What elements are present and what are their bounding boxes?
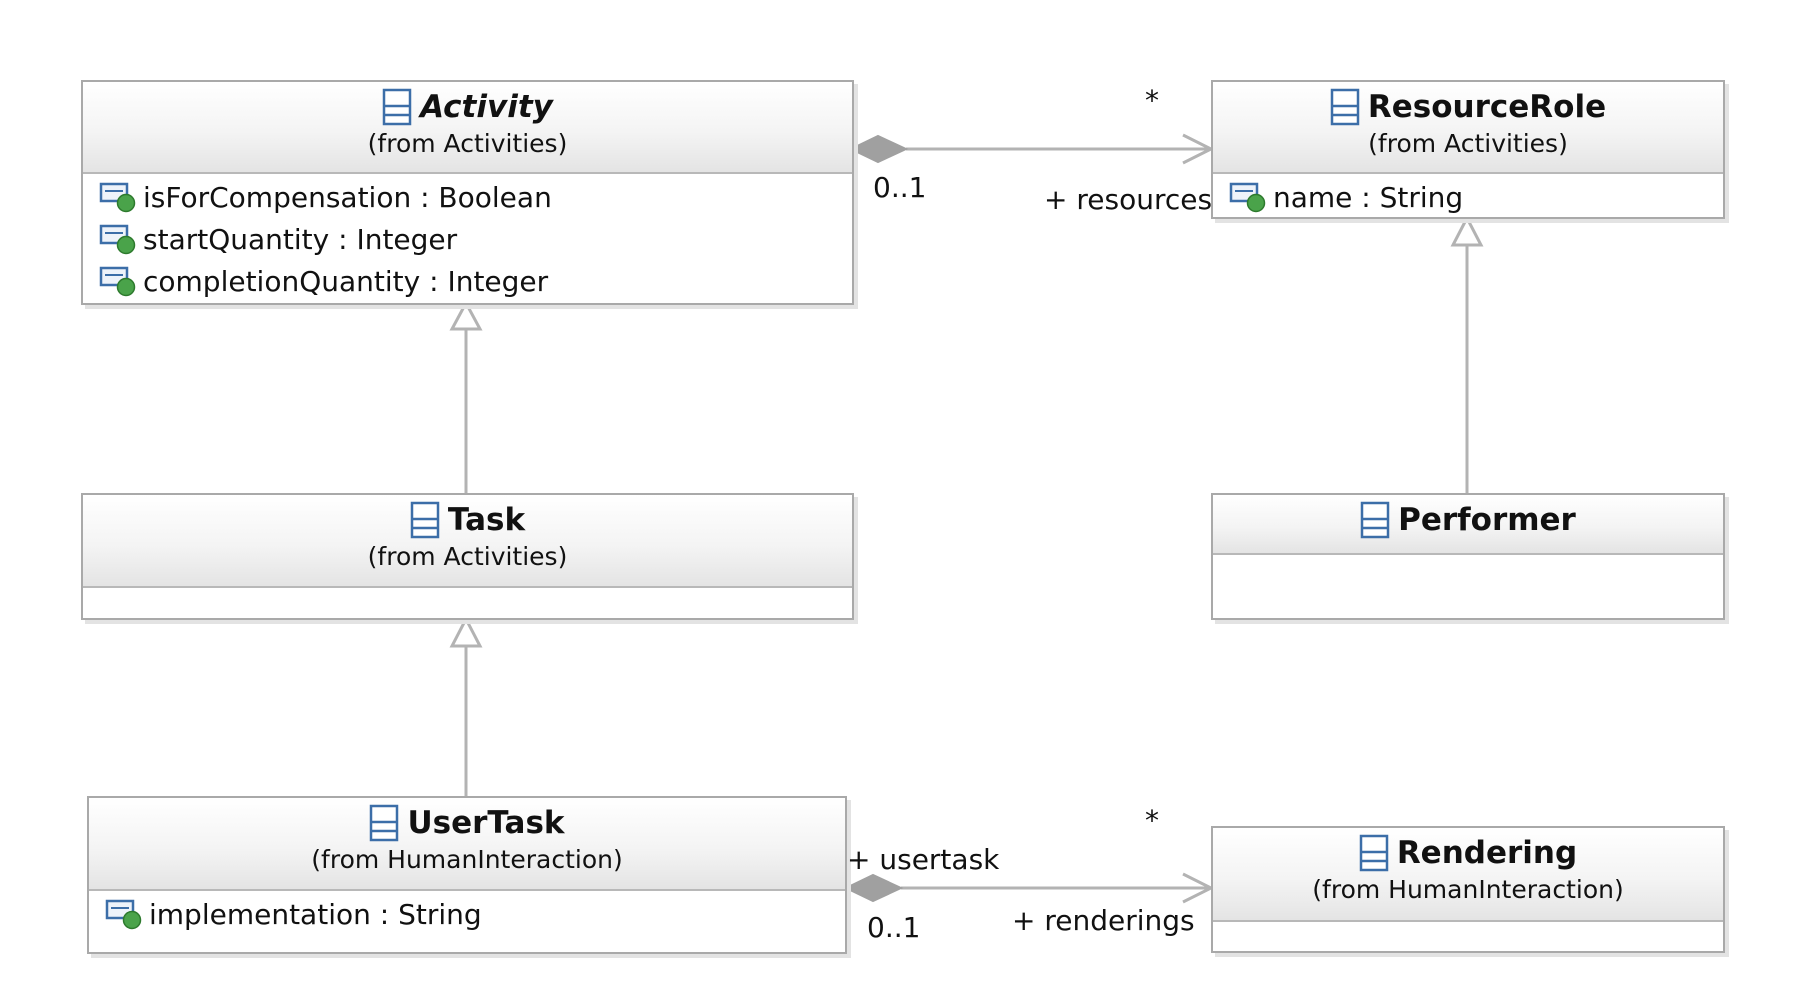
attribute-label: isForCompensation : Boolean (143, 180, 552, 214)
association-usertask-renderings-target-multiplicity: * (1145, 804, 1159, 837)
class-resourcerole-package: (from Activities) (1368, 129, 1568, 158)
generalization-performer-resourcerole-arrowhead (1450, 214, 1484, 247)
class-usertask-name: UserTask (407, 805, 565, 841)
class-rendering[interactable]: Rendering (from HumanInteraction) (1211, 826, 1725, 953)
class-usertask[interactable]: UserTask (from HumanInteraction) impleme… (87, 796, 847, 954)
class-rendering-header: Rendering (from HumanInteraction) (1213, 828, 1723, 922)
attribute-icon (99, 224, 136, 255)
class-task-header: Task (from Activities) (83, 495, 852, 588)
class-icon (382, 88, 412, 126)
generalization-task-activity-arrowhead (449, 299, 483, 331)
class-performer[interactable]: Performer (1211, 493, 1725, 620)
class-icon (1360, 501, 1390, 539)
class-performer-header: Performer (1213, 495, 1723, 555)
class-rendering-package: (from HumanInteraction) (1312, 875, 1624, 904)
attribute-icon (99, 182, 136, 213)
class-icon (410, 501, 440, 539)
class-activity-package: (from Activities) (367, 129, 568, 158)
class-usertask-header: UserTask (from HumanInteraction) (89, 798, 845, 891)
class-usertask-attributes: implementation : String (89, 891, 845, 935)
class-task-package: (from Activities) (367, 542, 568, 571)
attribute-label: startQuantity : Integer (143, 222, 458, 256)
class-icon (370, 804, 399, 842)
attribute-label: implementation : String (149, 897, 482, 931)
class-activity-name: Activity (420, 89, 553, 125)
class-resourcerole-attributes: name : String (1213, 174, 1723, 218)
attribute-icon (105, 899, 142, 930)
class-performer-name: Performer (1398, 502, 1576, 538)
attribute-icon (1229, 182, 1266, 213)
attribute-label: completionQuantity : Integer (143, 264, 549, 298)
class-activity-attributes: isForCompensation : Boolean startQuantit… (83, 174, 852, 302)
generalization-usertask-task-arrowhead (449, 615, 483, 648)
class-task[interactable]: Task (from Activities) (81, 493, 854, 620)
class-resourcerole-header: ResourceRole (from Activities) (1213, 82, 1723, 174)
class-rendering-name: Rendering (1396, 835, 1578, 871)
association-activity-resources-target-role: + resources (1044, 183, 1213, 216)
attribute-row[interactable]: name : String (1229, 176, 1723, 218)
association-activity-resources-diamond[interactable] (848, 134, 909, 164)
association-usertask-renderings-source-role: + usertask (847, 843, 1000, 876)
class-task-name: Task (447, 502, 526, 538)
attribute-label: name : String (1273, 180, 1464, 214)
attribute-row[interactable]: isForCompensation : Boolean (99, 176, 852, 218)
class-resourcerole[interactable]: ResourceRole (from Activities) name : St… (1211, 80, 1725, 219)
association-activity-resources-source-multiplicity: 0..1 (873, 171, 927, 204)
class-resourcerole-name: ResourceRole (1367, 89, 1607, 125)
class-usertask-package: (from HumanInteraction) (311, 845, 623, 874)
attribute-row[interactable]: completionQuantity : Integer (99, 260, 852, 302)
attribute-icon (99, 266, 136, 297)
association-activity-resources-target-multiplicity: * (1145, 84, 1159, 117)
class-icon (1330, 88, 1360, 126)
attribute-row[interactable]: startQuantity : Integer (99, 218, 852, 260)
association-usertask-renderings-source-multiplicity: 0..1 (867, 911, 921, 944)
class-activity-header: Activity (from Activities) (83, 82, 852, 174)
class-activity[interactable]: Activity (from Activities) isForCompensa… (81, 80, 854, 305)
association-usertask-renderings-target-role: + renderings (1012, 904, 1195, 937)
attribute-row[interactable]: implementation : String (105, 893, 845, 935)
association-usertask-renderings-diamond[interactable] (843, 873, 904, 903)
class-icon (1359, 834, 1389, 872)
